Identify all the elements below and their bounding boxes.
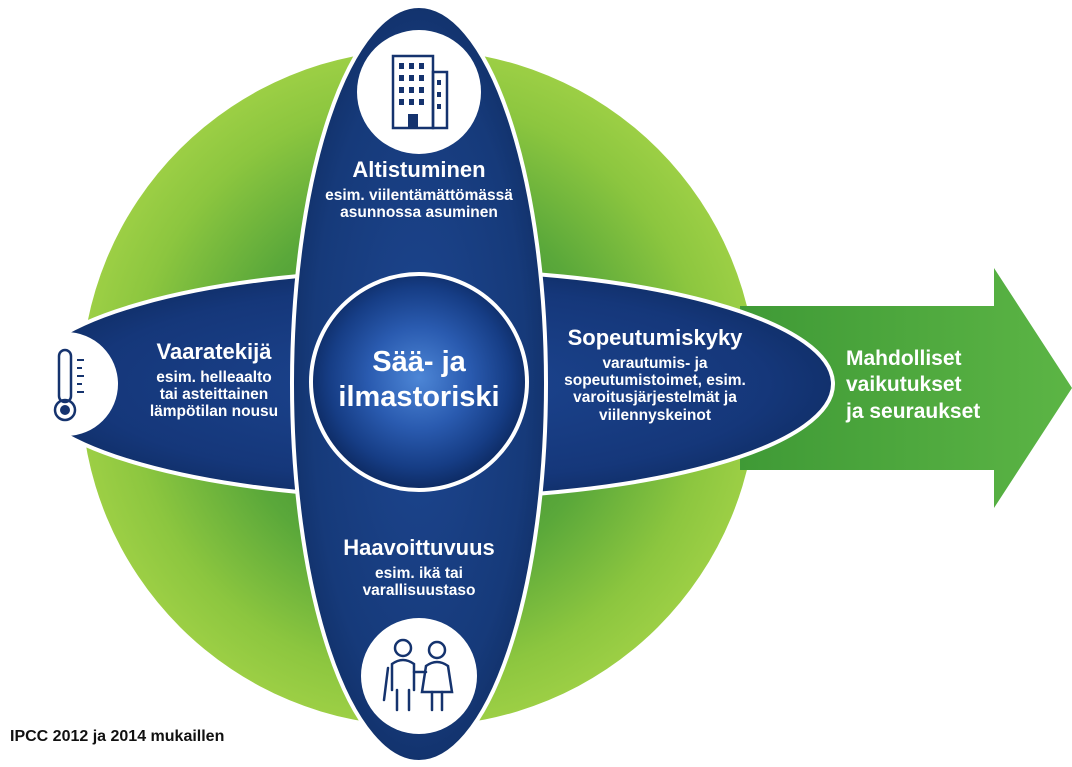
exposure-block: Altistuminen esim. viilentämättömässä as… xyxy=(294,157,544,221)
hazard-line-2: tai asteittainen xyxy=(159,385,269,403)
adaptive-capacity-line-1: varautumis- ja xyxy=(602,354,708,372)
adaptive-capacity-block: Sopeutumiskyky varautumis- ja sopeutumis… xyxy=(540,325,770,424)
hazard-block: Vaaratekijä esim. helleaalto tai asteitt… xyxy=(124,339,304,421)
vulnerability-title: Haavoittuvuus xyxy=(343,535,495,560)
adaptive-capacity-line-3: varoitusjärjestelmät ja xyxy=(573,389,737,407)
hazard-line-3: lämpötilan nousu xyxy=(149,403,279,421)
vulnerability-line-2: varallisuustaso xyxy=(362,581,476,599)
center-line-1: Sää- ja xyxy=(372,346,466,378)
center-line-2: ilmastoriski xyxy=(338,381,500,414)
elderly-couple-icon xyxy=(361,618,477,734)
exposure-title: Altistuminen xyxy=(352,157,486,182)
adaptive-capacity-line-2: sopeutumistoimet, esim. xyxy=(564,371,746,389)
impacts-line-3: ja seuraukset xyxy=(846,399,981,423)
adaptive-capacity-title: Sopeutumiskyky xyxy=(567,325,743,350)
impacts-line-1: Mahdolliset xyxy=(846,347,962,370)
center-label: Sää- ja ilmastoriski xyxy=(319,345,519,416)
exposure-line-2: asunnossa asuminen xyxy=(340,203,498,221)
hazard-title: Vaaratekijä xyxy=(156,339,272,364)
impacts-line-2: vaikutukset xyxy=(846,373,962,397)
source-note: IPCC 2012 ja 2014 mukaillen xyxy=(10,728,225,745)
center-circle xyxy=(309,272,529,492)
impacts-label: Mahdolliset vaikutukset ja seuraukset xyxy=(846,346,1026,425)
adaptive-capacity-line-4: viilennyskeinot xyxy=(599,406,711,424)
hazard-line-1: esim. helleaalto xyxy=(156,368,272,386)
thermometer-icon xyxy=(14,332,118,436)
vulnerability-block: Haavoittuvuus esim. ikä tai varallisuust… xyxy=(309,535,529,599)
vulnerability-line-1: esim. ikä tai xyxy=(375,564,463,582)
result-arrow xyxy=(740,268,1072,508)
exposure-line-1: esim. viilentämättömässä xyxy=(325,186,513,204)
building-icon xyxy=(357,30,481,154)
